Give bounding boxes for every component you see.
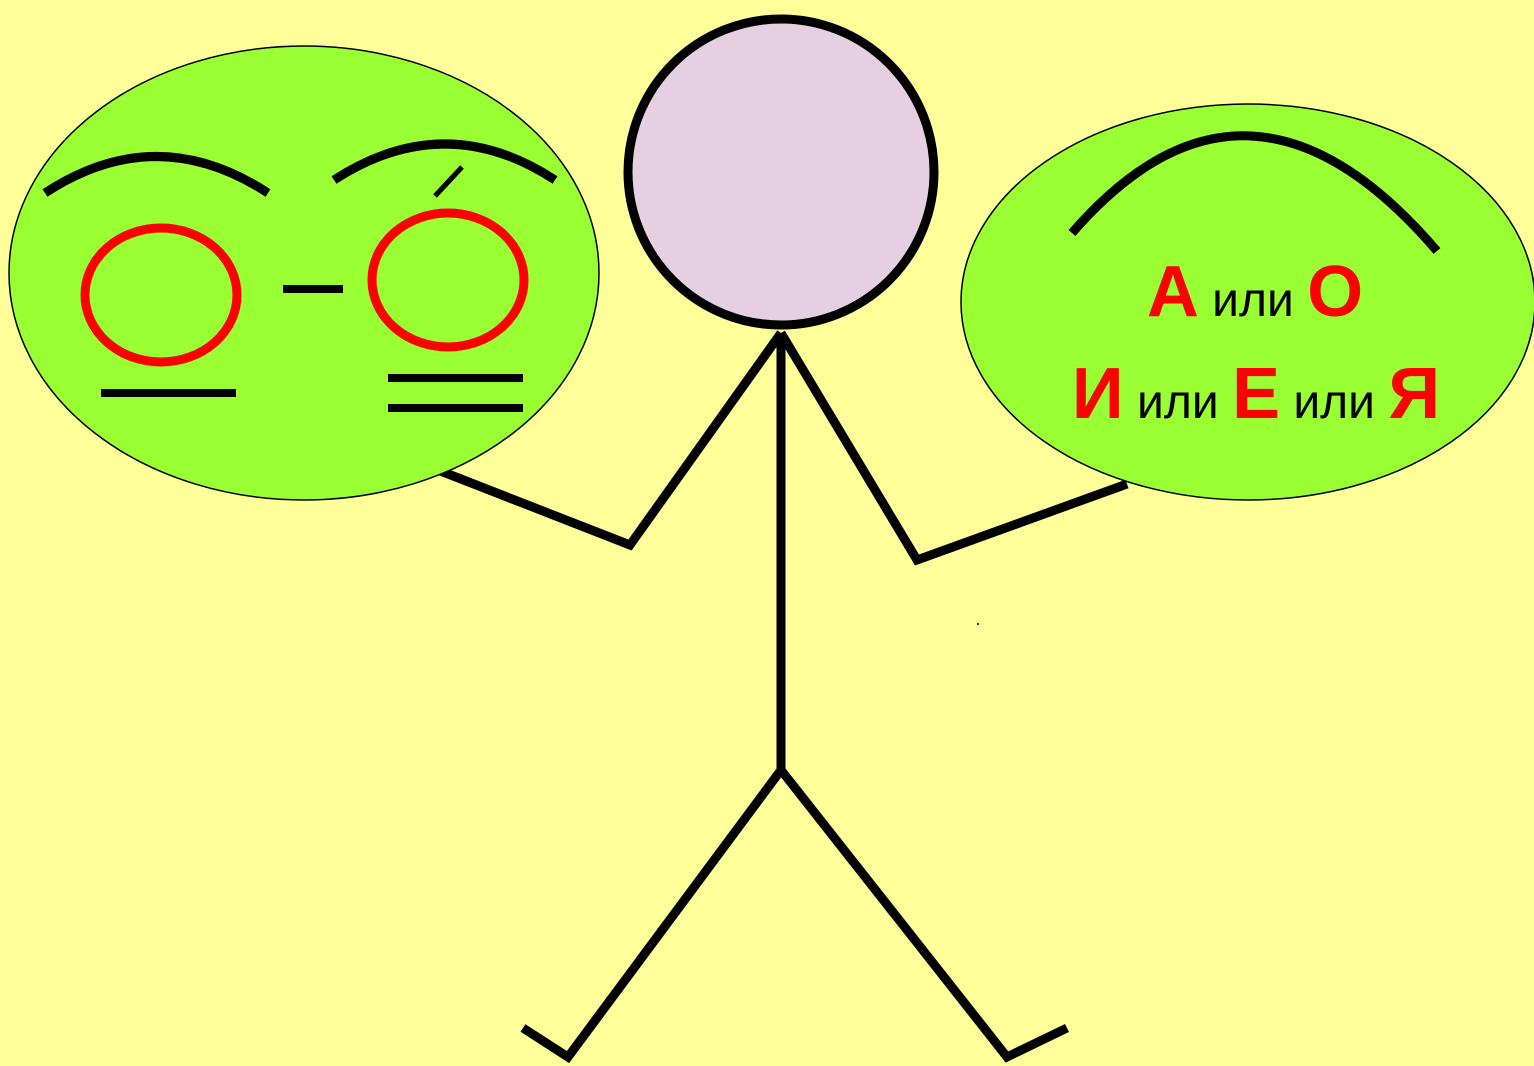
vowel-letter-a: А xyxy=(1147,252,1199,332)
left-arm xyxy=(418,330,785,551)
stress-mark-icon xyxy=(433,165,464,198)
connector-text: или xyxy=(1124,376,1232,429)
arc-icon xyxy=(1068,131,1441,254)
vowel-letter-i: И xyxy=(1072,354,1124,434)
right-arm xyxy=(777,330,1129,566)
stick-figure xyxy=(418,330,1129,1064)
vowel-letter-o: О xyxy=(1307,252,1363,332)
connector-text: или xyxy=(1199,274,1307,327)
left-leg xyxy=(520,767,785,1064)
vowel-letter-e: Е xyxy=(1232,354,1280,434)
arc-icon xyxy=(331,139,558,184)
vowel-line-1: А или О xyxy=(1147,252,1363,332)
arc-icon xyxy=(42,152,271,197)
stray-dot xyxy=(977,623,979,625)
circle-icon xyxy=(367,208,529,352)
circle-icon xyxy=(80,223,242,367)
left-bubble xyxy=(8,45,600,501)
vowel-letter-ya: Я xyxy=(1388,354,1440,434)
connector-text: или xyxy=(1280,376,1388,429)
head xyxy=(623,14,939,330)
vowel-line-2: И или Е или Я xyxy=(1072,354,1440,434)
right-bubble: А или О И или Е или Я xyxy=(960,103,1534,501)
right-leg xyxy=(777,767,1069,1063)
left-bubble-shape xyxy=(8,45,600,501)
